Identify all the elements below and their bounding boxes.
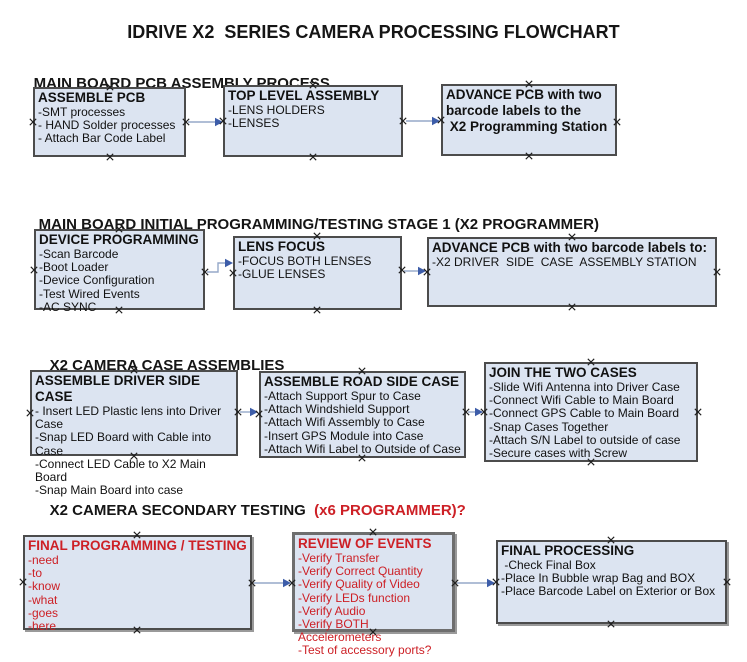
box-title: ASSEMBLE PCB: [38, 90, 146, 105]
box-lines: -X2 DRIVER SIDE CASE ASSEMBLY STATION: [432, 255, 697, 269]
flow-box-advance-pcb-programming-station: ADVANCE PCB with two barcode labels to t…: [441, 84, 617, 156]
section-heading-text: X2 CAMERA SECONDARY TESTING: [49, 502, 306, 519]
box-lines: -Attach Support Spur to Case -Attach Win…: [264, 389, 461, 456]
section-heading-text: X2 CAMERA CASE ASSEMBLIES: [49, 357, 285, 374]
flow-box-review-of-events: REVIEW OF EVENTS -Verify Transfer -Verif…: [292, 532, 455, 657]
arrow-review-to-finalproc: [457, 578, 495, 588]
flow-box-final-programming-testing: FINAL PROGRAMMING / TESTING -need -to -k…: [23, 535, 252, 634]
box-title: JOIN THE TWO CASES: [489, 365, 637, 380]
section-heading-secondary-testing: X2 CAMERA SECONDARY TESTING (x6 PROGRAMM…: [33, 485, 466, 536]
flow-box-top-level-assembly: TOP LEVEL ASSEMBLY -LENS HOLDERS -LENSES: [223, 85, 403, 157]
box-lines: - Insert LED Plastic lens into Driver Ca…: [35, 404, 222, 498]
box-lines: -Slide Wifi Antenna into Driver Case -Co…: [489, 380, 681, 461]
flow-box-assemble-road-side-case: ASSEMBLE ROAD SIDE CASE -Attach Support …: [259, 371, 466, 458]
section-heading-case-assemblies: X2 CAMERA CASE ASSEMBLIES: [33, 340, 285, 391]
box-title: ASSEMBLE ROAD SIDE CASE: [264, 374, 460, 389]
flow-box-assemble-pcb: ASSEMBLE PCB -SMT processes - HAND Solde…: [33, 87, 186, 157]
flow-box-device-programming: DEVICE PROGRAMMING -Scan Barcode -Boot L…: [34, 229, 205, 313]
box-lines: -need -to -know -what -goes -here: [28, 553, 61, 634]
section-heading-suffix: (x6 PROGRAMMER)?: [305, 502, 466, 519]
box-title: FINAL PROGRAMMING / TESTING: [28, 538, 247, 553]
arrow-pcb-to-toplevel: [188, 117, 223, 127]
flow-box-advance-pcb-driver-side-station: ADVANCE PCB with two barcode labels to: …: [427, 237, 717, 307]
arrow-roadside-to-join: [468, 407, 483, 417]
box-lines: -SMT processes - HAND Solder processes -…: [38, 105, 176, 146]
section-heading-initial-programming: MAIN BOARD INITIAL PROGRAMMING/TESTING S…: [22, 199, 599, 250]
section-heading-text: MAIN BOARD INITIAL PROGRAMMING/TESTING S…: [38, 216, 599, 233]
box-lines: -Scan Barcode -Boot Loader -Device Confi…: [39, 247, 155, 314]
box-title: TOP LEVEL ASSEMBLY: [228, 88, 380, 103]
box-title: DEVICE PROGRAMMING: [39, 232, 199, 247]
box-lines: -FOCUS BOTH LENSES -GLUE LENSES: [238, 254, 372, 282]
box-title: REVIEW OF EVENTS: [298, 536, 432, 551]
arrow-driverside-to-roadside: [240, 407, 258, 417]
box-lines: -Check Final Box -Place In Bubble wrap B…: [501, 558, 716, 599]
flow-box-lens-focus: LENS FOCUS -FOCUS BOTH LENSES -GLUE LENS…: [233, 236, 402, 310]
box-title: FINAL PROCESSING: [501, 543, 635, 558]
box-lines: -Verify Transfer -Verify Correct Quantit…: [298, 551, 432, 658]
page-title: IDRIVE X2 SERIES CAMERA PROCESSING FLOWC…: [127, 22, 620, 42]
arrow-finalprog-to-review: [254, 578, 291, 588]
box-title: ADVANCE PCB with two barcode labels to t…: [446, 87, 608, 134]
box-lines: -LENS HOLDERS -LENSES: [228, 103, 325, 131]
flow-box-assemble-driver-side-case: ASSEMBLE DRIVER SIDE CASE - Insert LED P…: [30, 370, 238, 497]
arrow-toplevel-to-advance: [406, 116, 440, 126]
box-title: ADVANCE PCB with two barcode labels to:: [432, 240, 708, 255]
box-title: LENS FOCUS: [238, 239, 326, 254]
flow-box-final-processing: FINAL PROCESSING -Check Final Box -Place…: [496, 540, 727, 624]
flow-box-join-the-two-cases: JOIN THE TWO CASES -Slide Wifi Antenna i…: [484, 362, 698, 462]
arrow-deviceprog-to-lensfocus: [207, 258, 233, 273]
arrow-lensfocus-to-advance2: [404, 266, 426, 276]
box-title: ASSEMBLE DRIVER SIDE CASE: [35, 373, 204, 404]
